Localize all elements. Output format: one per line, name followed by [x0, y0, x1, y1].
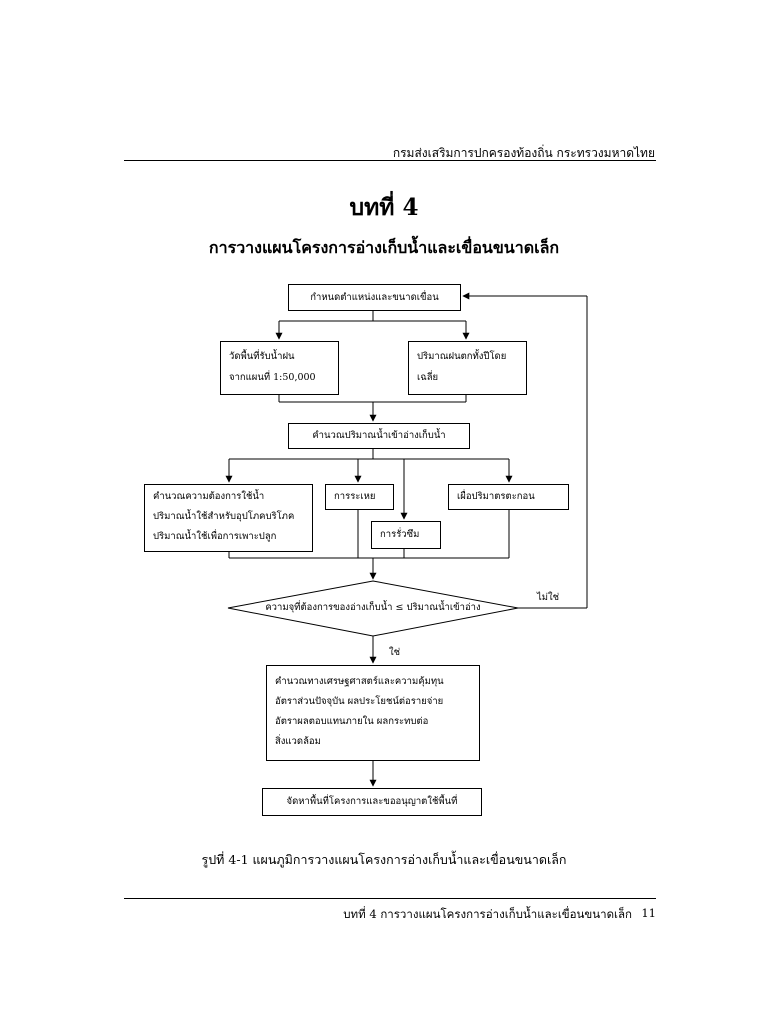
page-footer: บทที่ 4 การวางแผนโครงการอ่างเก็บน้ำและเข… [343, 907, 632, 921]
node-sediment-allowance: เผื่อปริมาตรตะกอน [448, 484, 569, 510]
decision-capacity-check: ความจุที่ต้องการของอ่างเก็บน้ำ ≤ ปริมาณน… [265, 602, 481, 613]
node-set-dam-location: กำหนดตำแหน่งและขนาดเขื่อน [288, 284, 461, 311]
node-evaporation: การระเหย [325, 484, 394, 510]
chapter-subtitle: การวางแผนโครงการอ่างเก็บน้ำและเขื่อนขนาด… [208, 238, 560, 257]
node-land-acquisition: จัดหาพื้นที่โครงการและขออนุญาตใช้พื้นที่ [262, 788, 482, 816]
page-header: กรมส่งเสริมการปกครองท้องถิ่น กระทรวงมหาด… [392, 146, 655, 160]
header-rule [124, 160, 656, 161]
page-number: 11 [641, 906, 656, 920]
figure-caption: รูปที่ 4-1 แผนภูมิการวางแผนโครงการอ่างเก… [201, 852, 567, 867]
node-water-demand: คำนวณความต้องการใช้น้ำ ปริมาณน้ำใช้สำหรั… [144, 484, 313, 552]
footer-rule [124, 898, 656, 899]
node-catchment-area: วัดพื้นที่รับน้ำฝน จากแผนที่ 1:50,000 [220, 341, 339, 395]
node-economic-analysis: คำนวณทางเศรษฐศาสตร์และความคุ้มทุน อัตราส… [266, 665, 480, 761]
label-yes: ใช่ [389, 647, 401, 658]
node-annual-rainfall: ปริมาณฝนตกทั้งปีโดย เฉลี่ย [408, 341, 527, 395]
chapter-title: บทที่ 4 [349, 194, 419, 221]
label-no: ไม่ใช่ [537, 592, 560, 603]
node-seepage: การรั่วซึม [371, 521, 441, 549]
node-inflow-calculation: คำนวณปริมาณน้ำเข้าอ่างเก็บน้ำ [288, 423, 470, 449]
